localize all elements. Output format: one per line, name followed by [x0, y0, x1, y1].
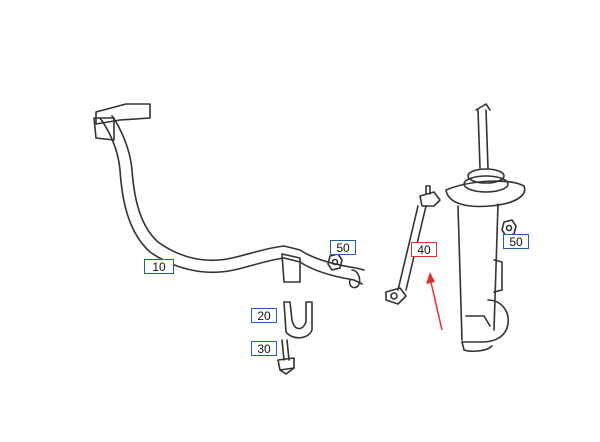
strut-drawing	[445, 103, 526, 352]
callout-40: 40	[411, 242, 437, 257]
stabilizer-bar-drawing	[93, 103, 365, 289]
callout-10: 10	[144, 259, 174, 274]
bolt-drawing	[277, 339, 295, 375]
callout-30: 30	[251, 341, 277, 356]
callout-50-right: 50	[503, 234, 529, 249]
red-arrow-icon	[426, 272, 443, 331]
callout-50-left: 50	[330, 240, 356, 255]
bushing-clamp-drawing	[283, 301, 313, 339]
callout-20: 20	[251, 308, 277, 323]
